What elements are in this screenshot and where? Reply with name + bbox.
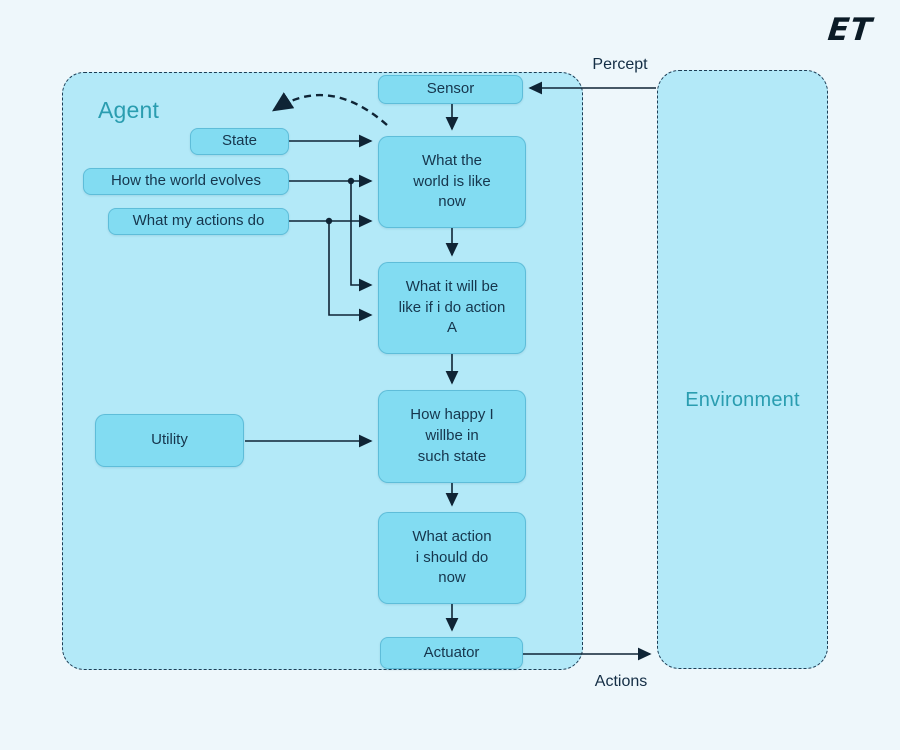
et-logo: ET <box>825 12 874 48</box>
node-how-happy-i-will-be: How happy I willbe in such state <box>378 390 526 483</box>
node-sensor: Sensor <box>378 75 523 104</box>
node-how-world-evolves: How the world evolves <box>83 168 289 195</box>
percept-label: Percept <box>592 56 648 73</box>
environment-label: Environment <box>685 389 800 411</box>
environment-container: Environment <box>657 70 828 669</box>
node-actuator: Actuator <box>380 637 523 669</box>
agent-label: Agent <box>98 97 160 123</box>
node-utility: Utility <box>95 414 244 467</box>
node-state: State <box>190 128 289 155</box>
node-what-it-will-be-like: What it will be like if i do action A <box>378 262 526 354</box>
node-what-my-actions-do: What my actions do <box>108 208 289 235</box>
actions-label: Actions <box>594 673 648 690</box>
node-world-is-like-now: What the world is like now <box>378 136 526 228</box>
node-what-action-now: What action i should do now <box>378 512 526 604</box>
